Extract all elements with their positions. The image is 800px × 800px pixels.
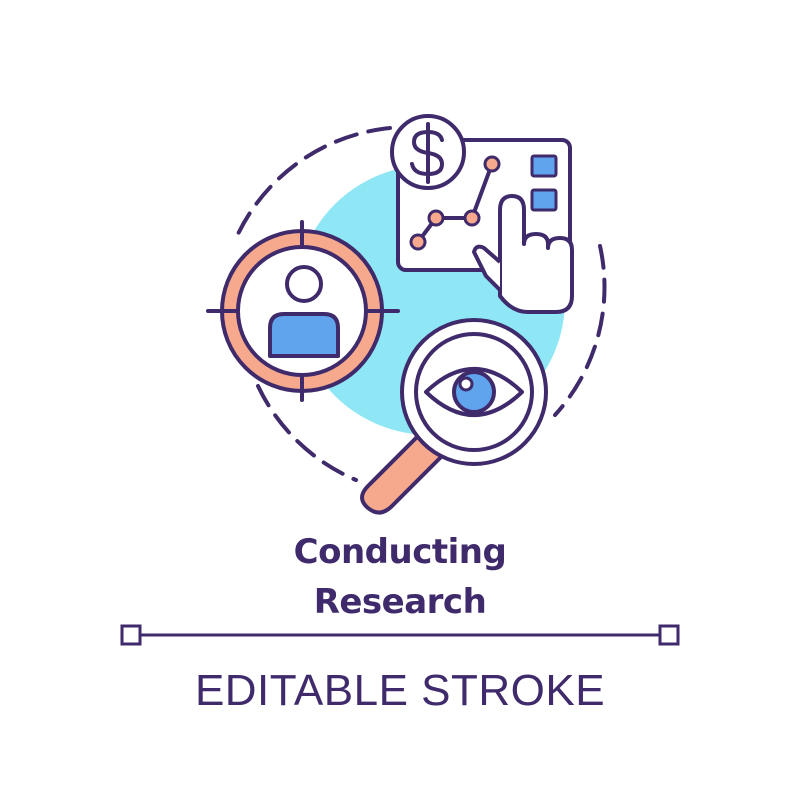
title-line-2: Research bbox=[313, 582, 487, 622]
dollar-coin-icon bbox=[390, 114, 466, 190]
magnifier-eye-icon bbox=[360, 318, 548, 515]
pointing-hand-icon bbox=[472, 194, 574, 314]
research-concept-illustration bbox=[206, 114, 607, 515]
editable-stroke-divider bbox=[120, 624, 680, 646]
target-person-icon bbox=[206, 220, 400, 402]
title-line-1: Conducting bbox=[293, 532, 507, 572]
footer-label: EDITABLE STROKE bbox=[194, 666, 606, 715]
divider-right-handle bbox=[658, 624, 680, 646]
divider-left-handle bbox=[120, 624, 142, 646]
dashed-orbit-ring bbox=[236, 126, 607, 482]
